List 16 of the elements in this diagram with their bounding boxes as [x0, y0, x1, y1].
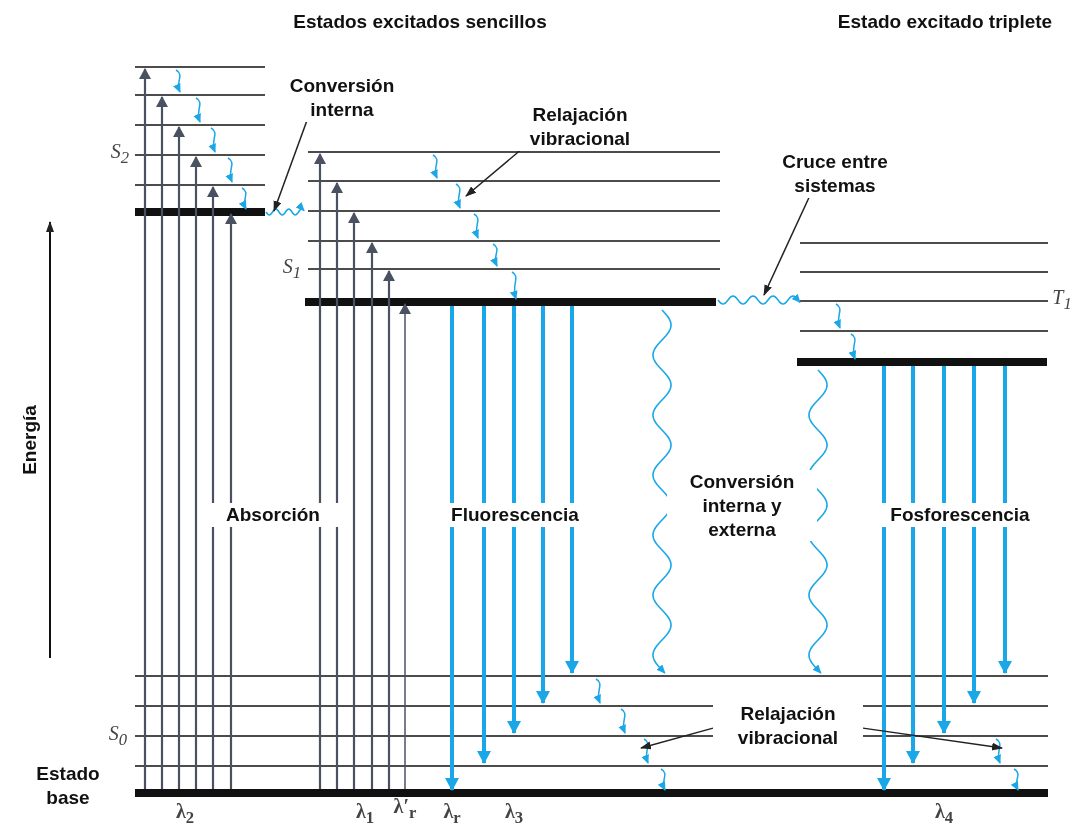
- state-symbol: S$_{0}$: [108, 722, 128, 750]
- leader-line: [640, 727, 714, 750]
- wavelength-symbol: λ′$_{r}$: [393, 795, 417, 823]
- leader-line: [862, 727, 1003, 751]
- wavelength-symbol: λ$_{3}$: [504, 800, 524, 825]
- leader-line: [273, 120, 308, 212]
- state-symbol: T$_{1}$: [1052, 286, 1072, 314]
- wavelength-symbol: λ$_{4}$: [934, 800, 954, 825]
- wavelength-symbol: λ$_{r}$: [443, 800, 461, 825]
- leader-line: [763, 196, 810, 296]
- leader-line: [465, 149, 521, 197]
- process-label: Conversión interna y externa: [667, 470, 817, 542]
- state-symbol: S$_{1}$: [282, 255, 302, 283]
- wavelength-symbol: λ$_{1}$: [355, 800, 375, 825]
- wavelength-symbol: λ$_{2}$: [175, 800, 195, 825]
- state-symbol: S$_{2}$: [110, 140, 130, 168]
